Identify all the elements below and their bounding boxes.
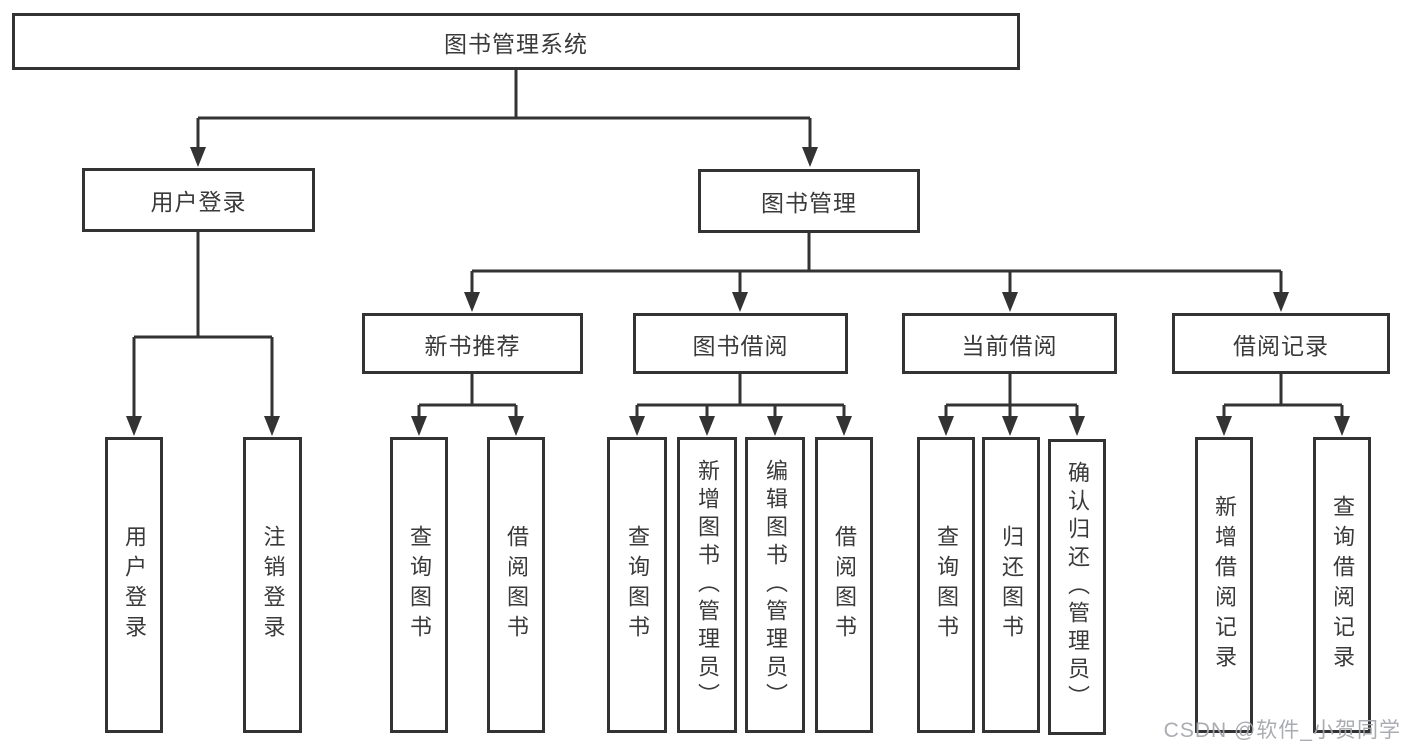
node-borrow-records: 借阅记录: [1172, 313, 1390, 374]
leaf-add-books-admin-label: 新增图书（管理员）: [695, 459, 720, 711]
node-borrow-records-label: 借阅记录: [1233, 332, 1329, 359]
leaf-add-borrow-record-label: 新增借阅记录: [1212, 495, 1237, 675]
leaf-confirm-return-admin-label: 确认归还（管理员）: [1065, 461, 1090, 713]
leaf-query-books-current-label: 查询图书: [934, 525, 959, 645]
node-book-borrow: 图书借阅: [633, 313, 848, 374]
node-user-login: 用户登录: [82, 168, 315, 232]
leaf-query-books-recommend: 查询图书: [390, 437, 448, 733]
leaf-return-books-label: 归还图书: [999, 525, 1024, 645]
leaf-user-login-label: 用户登录: [122, 525, 147, 645]
leaf-query-books-current: 查询图书: [917, 437, 975, 733]
node-book-management-label: 图书管理: [761, 190, 857, 216]
leaf-add-borrow-record: 新增借阅记录: [1195, 437, 1253, 733]
leaf-borrow-books: 借阅图书: [815, 437, 873, 733]
node-current-borrow: 当前借阅: [902, 313, 1117, 374]
leaf-return-books: 归还图书: [982, 437, 1040, 733]
node-new-book-recommend-label: 新书推荐: [424, 332, 521, 359]
node-user-login-label: 用户登录: [150, 189, 247, 215]
leaf-query-borrow-record: 查询借阅记录: [1313, 437, 1371, 733]
leaf-query-books-recommend-label: 查询图书: [407, 525, 432, 645]
node-book-management: 图书管理: [698, 169, 920, 233]
leaf-user-login: 用户登录: [105, 437, 163, 733]
leaf-query-books-borrow-label: 查询图书: [625, 525, 650, 645]
node-book-borrow-label: 图书借阅: [692, 332, 789, 359]
leaf-confirm-return-admin: 确认归还（管理员）: [1048, 439, 1106, 735]
leaf-query-borrow-record-label: 查询借阅记录: [1330, 495, 1355, 675]
leaf-query-books-borrow: 查询图书: [607, 437, 667, 733]
csdn-watermark: CSDN @软件_小贺同学: [1163, 719, 1401, 742]
leaf-borrow-books-recommend-label: 借阅图书: [504, 525, 529, 645]
leaf-add-books-admin: 新增图书（管理员）: [677, 437, 737, 733]
leaf-logout-label: 注销登录: [260, 525, 286, 645]
leaf-edit-books-admin: 编辑图书（管理员）: [745, 437, 805, 733]
node-root-library-system: 图书管理系统: [12, 13, 1020, 70]
leaf-logout: 注销登录: [243, 437, 302, 733]
node-new-book-recommend: 新书推荐: [362, 313, 583, 374]
leaf-borrow-books-recommend: 借阅图书: [487, 437, 545, 733]
leaf-edit-books-admin-label: 编辑图书（管理员）: [763, 459, 788, 711]
node-root-label: 图书管理系统: [444, 30, 588, 57]
node-current-borrow-label: 当前借阅: [961, 332, 1058, 359]
leaf-borrow-books-label: 借阅图书: [832, 525, 857, 645]
